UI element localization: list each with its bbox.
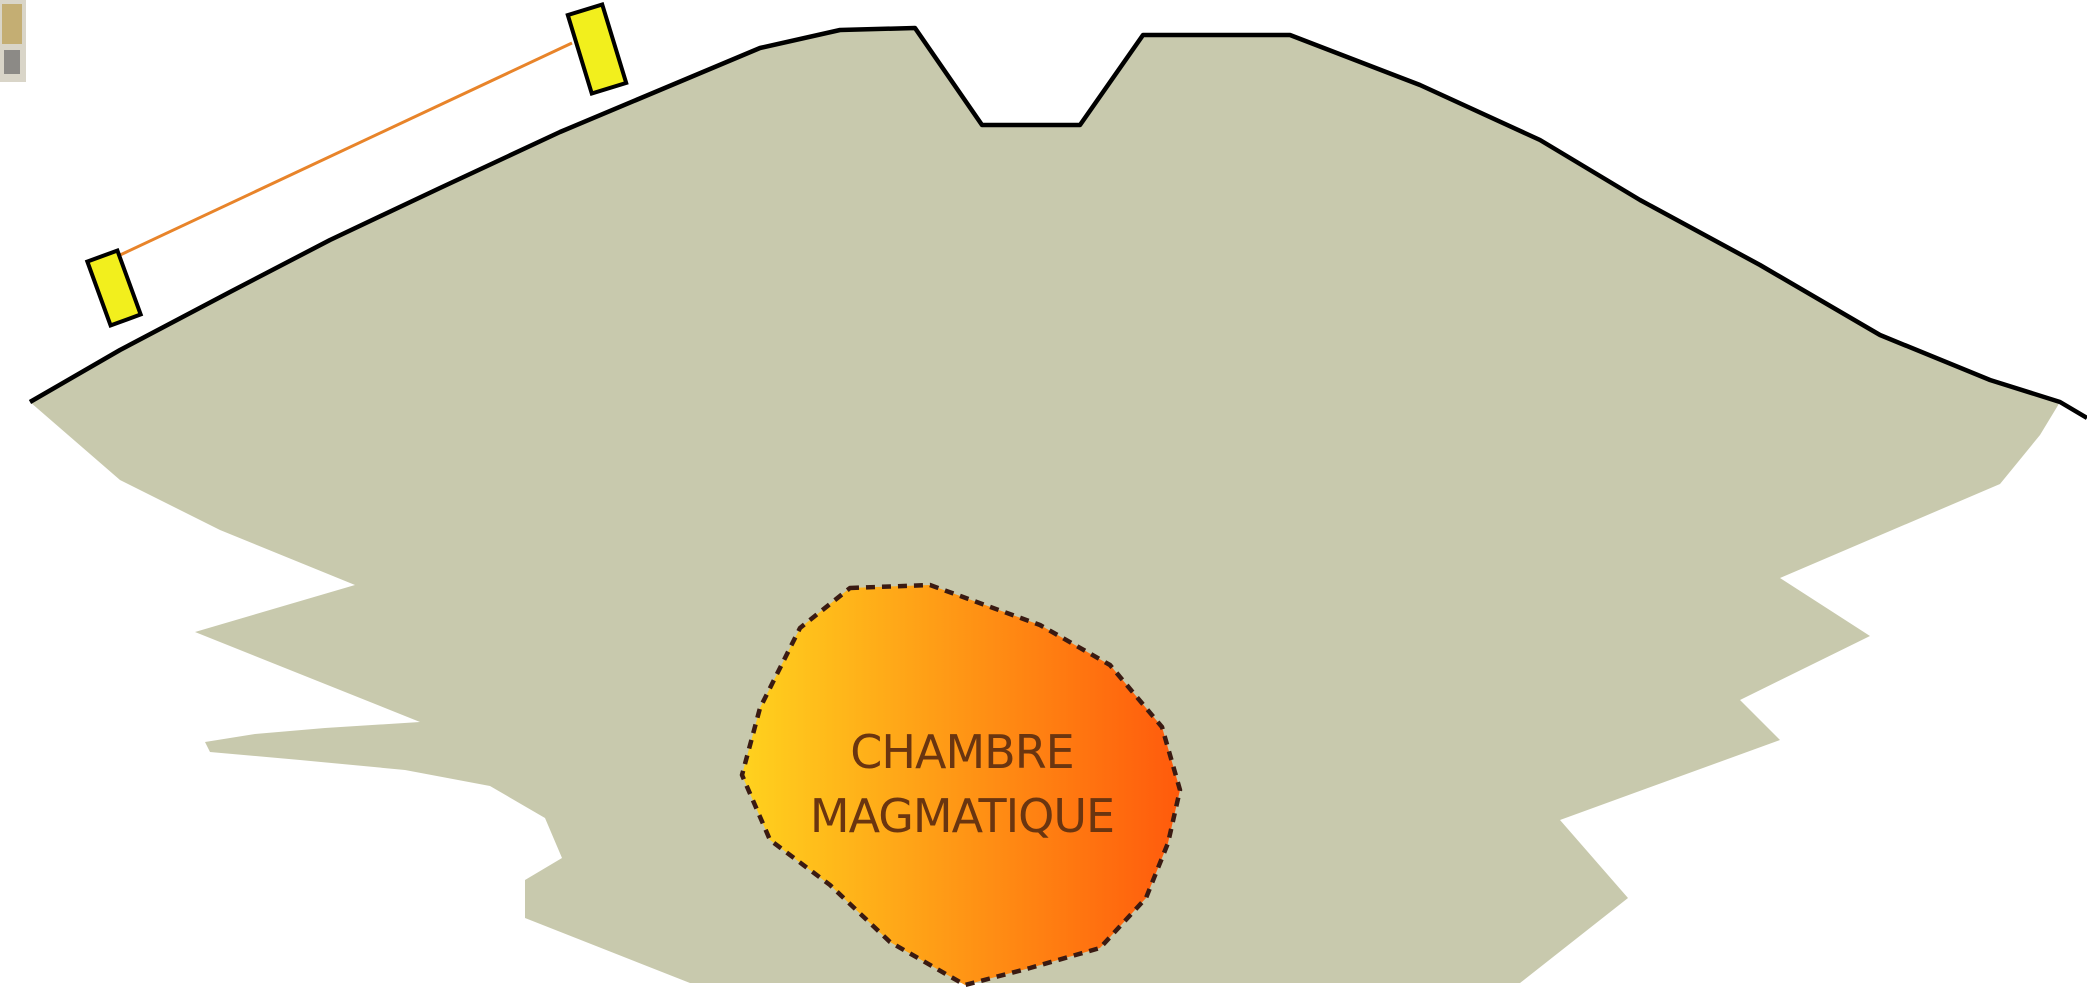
reflector-icon-left xyxy=(87,251,140,326)
chamber-label-line2: MAGMATIQUE xyxy=(810,789,1114,843)
reflector-icon-right xyxy=(568,5,626,94)
chamber-label-line1: CHAMBRE xyxy=(850,725,1073,779)
image-fragment-icon xyxy=(0,0,26,82)
